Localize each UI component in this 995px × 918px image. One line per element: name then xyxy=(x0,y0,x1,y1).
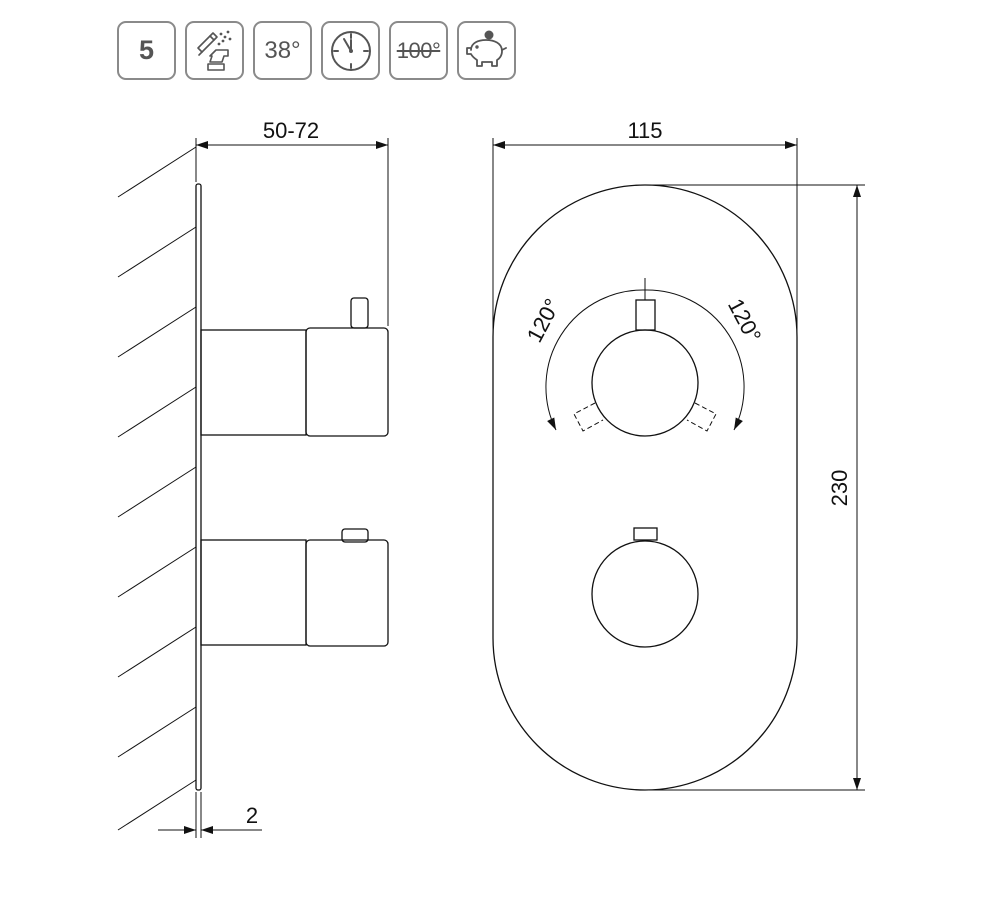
lower-knob xyxy=(591,540,699,648)
lower-handle-side xyxy=(305,539,389,647)
easy-clean-spray-icon xyxy=(196,30,231,71)
lower-valve-body xyxy=(200,539,307,646)
end-position-indicators xyxy=(573,402,717,432)
upper-knob xyxy=(591,329,699,437)
wall-hatching xyxy=(117,146,197,831)
lower-handle-lever xyxy=(341,528,369,543)
cover-plate-side xyxy=(195,183,202,791)
clock-badge xyxy=(321,21,380,80)
warranty-badge: 5 xyxy=(117,21,176,80)
easy-clean-badge xyxy=(185,21,244,80)
width-label: 115 xyxy=(627,118,662,143)
temperature-text: 38° xyxy=(264,36,301,64)
temperature-badge: 38° xyxy=(253,21,312,80)
upper-knob-lever xyxy=(635,299,656,331)
rotation-right-label: 120° xyxy=(723,295,766,347)
upper-handle-side xyxy=(305,327,389,437)
rotation-arc-right xyxy=(644,289,745,431)
rotation-arc-left xyxy=(545,289,646,431)
warranty-years-text: 5 xyxy=(138,35,155,65)
scald-protection-badge: 100° xyxy=(389,21,448,80)
front-view xyxy=(492,138,865,791)
lower-knob-lever xyxy=(633,527,658,541)
clock-icon xyxy=(330,30,371,71)
plate-thickness-label: 2 xyxy=(246,803,258,828)
depth-label: 50-72 xyxy=(263,118,319,143)
scald-protection-text: 100° xyxy=(396,37,441,63)
upper-valve-body xyxy=(200,329,307,436)
cover-plate-front xyxy=(492,184,798,791)
side-view xyxy=(117,138,389,838)
height-label: 230 xyxy=(827,470,852,507)
feature-badges: 5 38° xyxy=(117,21,516,80)
piggy-bank-icon xyxy=(465,30,507,67)
upper-handle-lever xyxy=(350,297,369,329)
savings-badge xyxy=(457,21,516,80)
